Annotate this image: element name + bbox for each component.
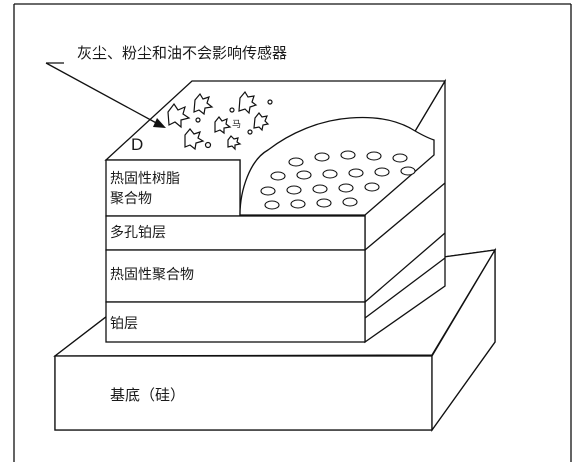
layer-stack	[104, 78, 447, 344]
substrate-side-face	[431, 247, 496, 433]
annotation-pointer	[45, 62, 166, 128]
platinum-layer-front	[105, 301, 366, 343]
dust-annotation-label: 灰尘、粉尘和油不会影响传感器	[77, 44, 287, 62]
diagram-frame	[13, 3, 572, 462]
label-thermoset-resin: 热固性树脂	[110, 171, 180, 187]
label-thermoset-resin-line2: 聚合物	[110, 191, 152, 207]
label-thermoset-polymer: 热固性聚合物	[110, 267, 194, 283]
porous-platinum-front	[105, 215, 366, 251]
dust-particles	[167, 90, 273, 151]
marker-letter-d: D	[131, 135, 143, 154]
resin-layer-front	[105, 159, 241, 217]
thermoset-polymer-front	[105, 249, 366, 303]
substrate-front-face	[54, 355, 433, 431]
label-platinum-layer: 铂层	[110, 316, 138, 332]
pores	[260, 150, 416, 210]
label-porous-platinum: 多孔铂层	[110, 224, 166, 241]
marker-small-label: 马	[232, 119, 241, 130]
label-substrate: 基底（硅）	[110, 386, 185, 404]
